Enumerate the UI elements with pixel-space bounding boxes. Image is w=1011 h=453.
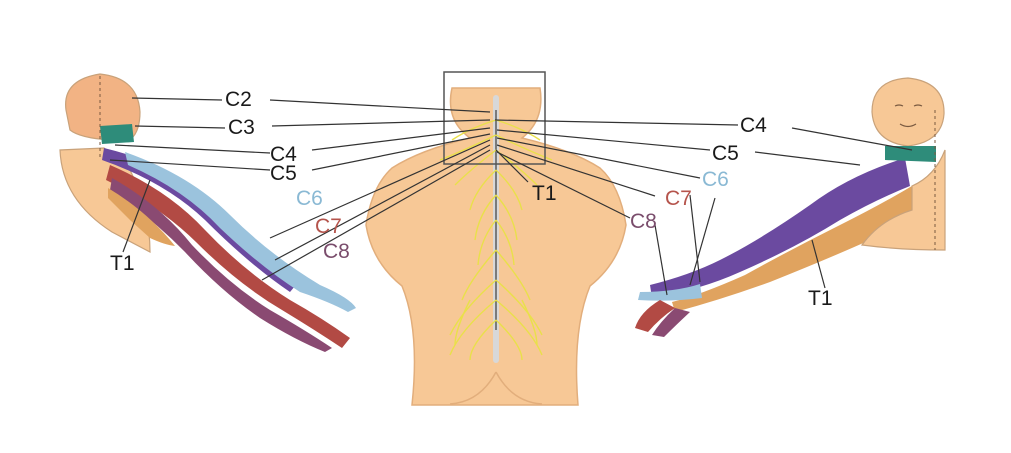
left-arm-c8 bbox=[110, 178, 332, 352]
neck-highlight-box bbox=[443, 71, 546, 165]
label-center-t1: T1 bbox=[532, 182, 557, 205]
right-face-features bbox=[894, 104, 923, 128]
right-head bbox=[871, 77, 945, 147]
left-figure bbox=[59, 73, 356, 352]
label-left-c7: C7 bbox=[315, 215, 342, 238]
label-left-c2: C2 bbox=[225, 88, 252, 111]
right-torso bbox=[860, 149, 946, 251]
right-arm-t1 bbox=[672, 186, 915, 312]
label-right-c7: C7 bbox=[665, 187, 692, 210]
label-left-c5: C5 bbox=[270, 162, 297, 185]
buttocks-line bbox=[449, 371, 543, 405]
right-neck-c4 bbox=[885, 146, 936, 162]
label-left-c8: C8 bbox=[323, 240, 350, 263]
label-left-c3: C3 bbox=[228, 116, 255, 139]
left-arm-t1 bbox=[108, 188, 175, 246]
label-left-c6: C6 bbox=[296, 187, 323, 210]
label-right-c5: C5 bbox=[712, 142, 739, 165]
label-right-c4: C4 bbox=[740, 114, 767, 137]
label-right-t1: T1 bbox=[808, 287, 833, 310]
labels-left: C2 C3 C4 C5 C6 C7 C8 T1 bbox=[110, 88, 350, 275]
left-neck-c3 bbox=[100, 124, 134, 144]
back-figure bbox=[365, 71, 627, 406]
label-left-t1: T1 bbox=[110, 252, 135, 275]
right-figure bbox=[635, 77, 946, 337]
left-arm-c7 bbox=[106, 165, 350, 348]
labels-right: C4 C5 C6 C7 C8 T1 T1 bbox=[532, 114, 833, 310]
label-left-c4: C4 bbox=[270, 143, 297, 166]
right-arm-c6 bbox=[638, 284, 702, 301]
right-arm-c5 bbox=[650, 158, 910, 298]
leader-lines bbox=[109, 97, 913, 296]
right-hand-c7 bbox=[635, 300, 675, 332]
label-right-c8: C8 bbox=[630, 210, 657, 233]
left-head bbox=[65, 73, 141, 141]
right-hand-c8 bbox=[652, 308, 690, 337]
label-right-c6: C6 bbox=[702, 168, 729, 191]
left-arm-c5 bbox=[102, 148, 300, 292]
left-arm-c6 bbox=[125, 152, 356, 312]
nerve-branches bbox=[439, 119, 553, 361]
